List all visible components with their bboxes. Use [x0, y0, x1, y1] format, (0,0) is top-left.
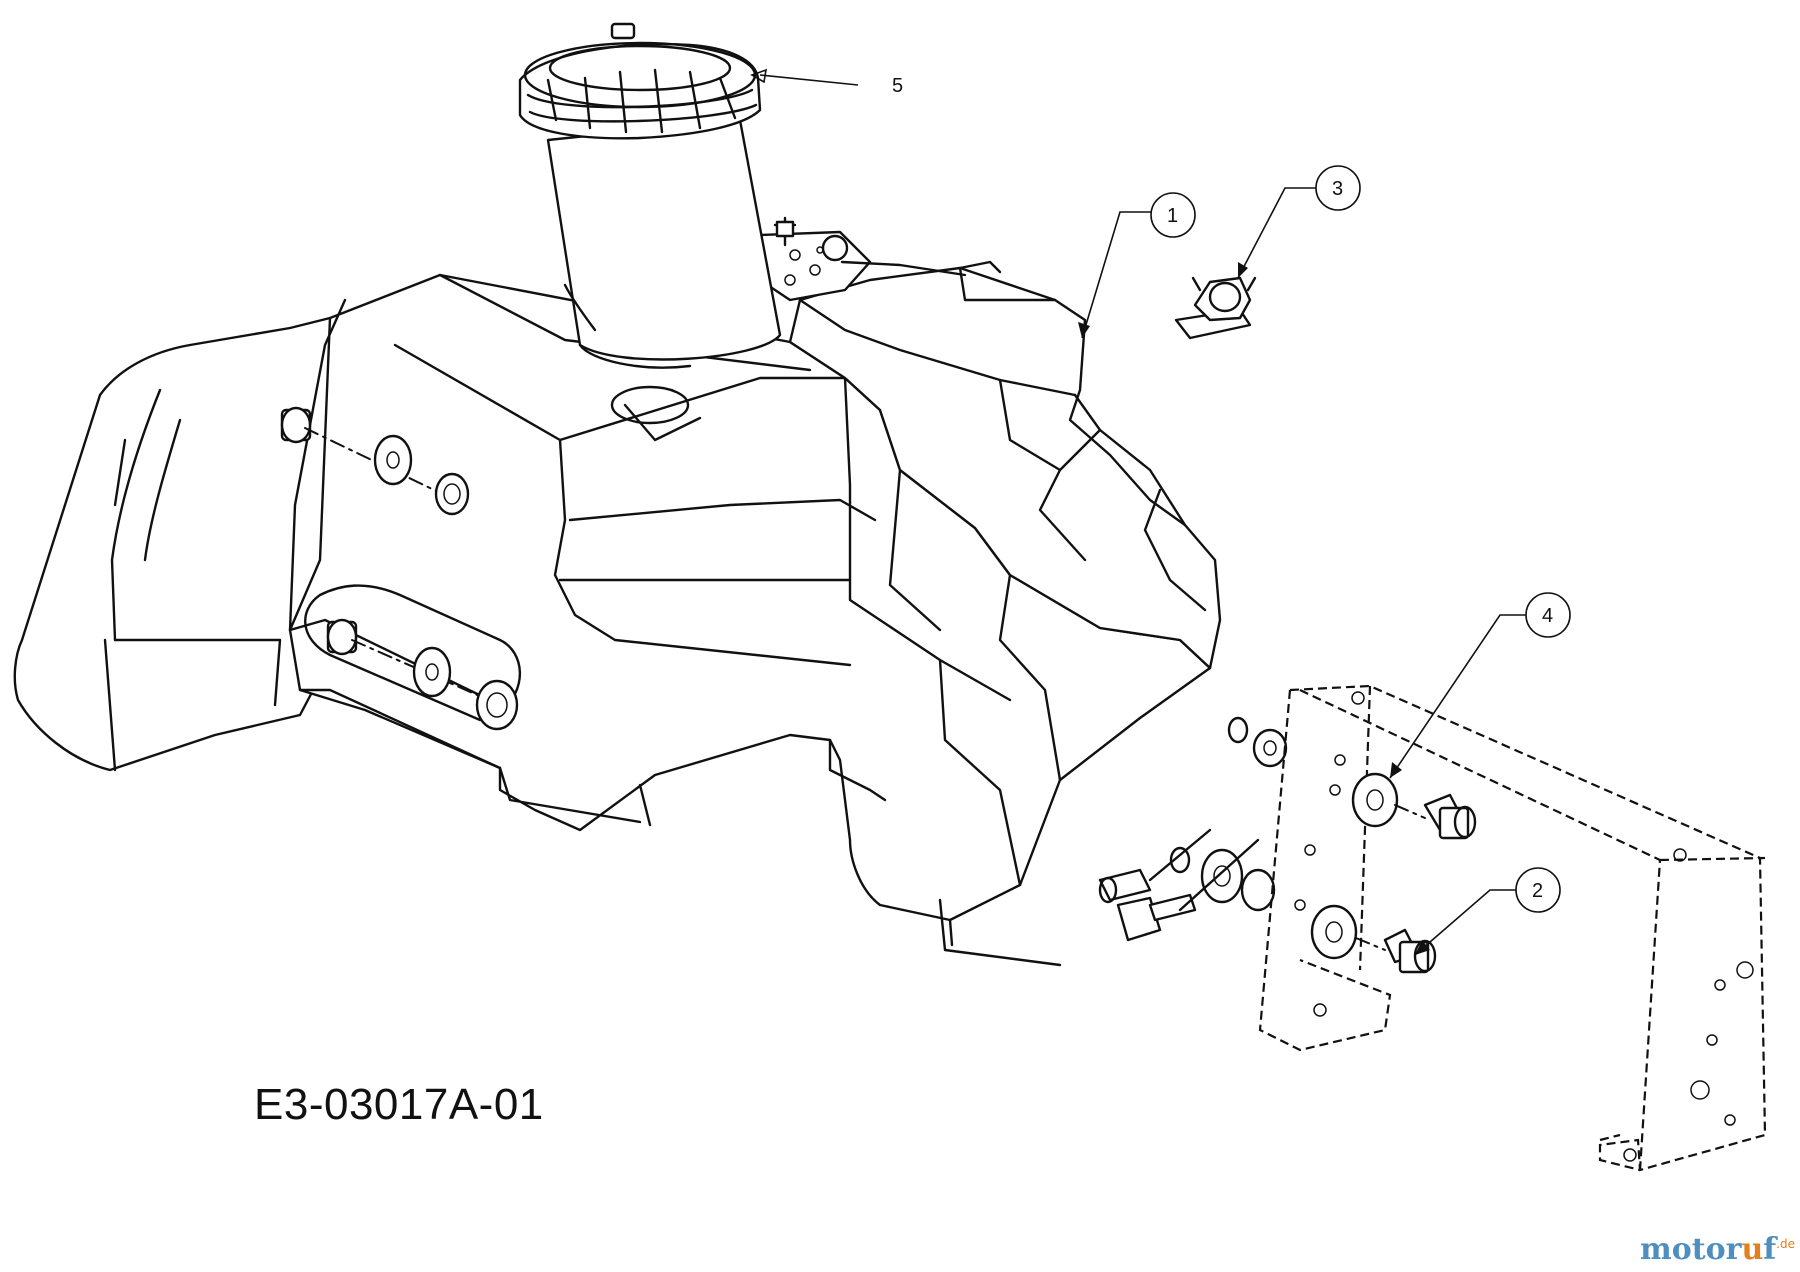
- fuel-cap: [518, 22, 762, 140]
- bracket-washers: [1148, 716, 1288, 912]
- callout-5-label: 5: [892, 75, 903, 97]
- fuel-outlet-fitting: [1098, 868, 1197, 942]
- callout-3: 3: [1237, 165, 1361, 279]
- hose-clip: [1174, 276, 1257, 340]
- washer-2-and-bolt: [1310, 904, 1437, 974]
- watermark-part1: motor: [1640, 1232, 1742, 1267]
- callout-5: 5: [750, 68, 903, 97]
- callout-1-label: 1: [1167, 205, 1178, 227]
- callout-4: 4: [1389, 592, 1571, 779]
- callout-2-label: 2: [1532, 880, 1543, 902]
- mounting-bracket: [1258, 684, 1767, 1172]
- watermark-suffix: .de: [1776, 1237, 1795, 1251]
- callout-3-label: 3: [1332, 178, 1343, 200]
- callout-1: 1: [1078, 192, 1196, 339]
- site-watermark[interactable]: motoruf.de: [1640, 1232, 1795, 1267]
- washer-4-and-bolt: [1351, 772, 1477, 840]
- filler-neck: [546, 118, 782, 369]
- callout-2: 2: [1414, 867, 1561, 956]
- watermark-part3: f: [1763, 1232, 1777, 1267]
- watermark-part2: u: [1741, 1232, 1764, 1267]
- callout-4-label: 4: [1542, 605, 1553, 627]
- left-hardware: [280, 406, 519, 731]
- drawing-code: E3-03017A-01: [254, 1080, 544, 1129]
